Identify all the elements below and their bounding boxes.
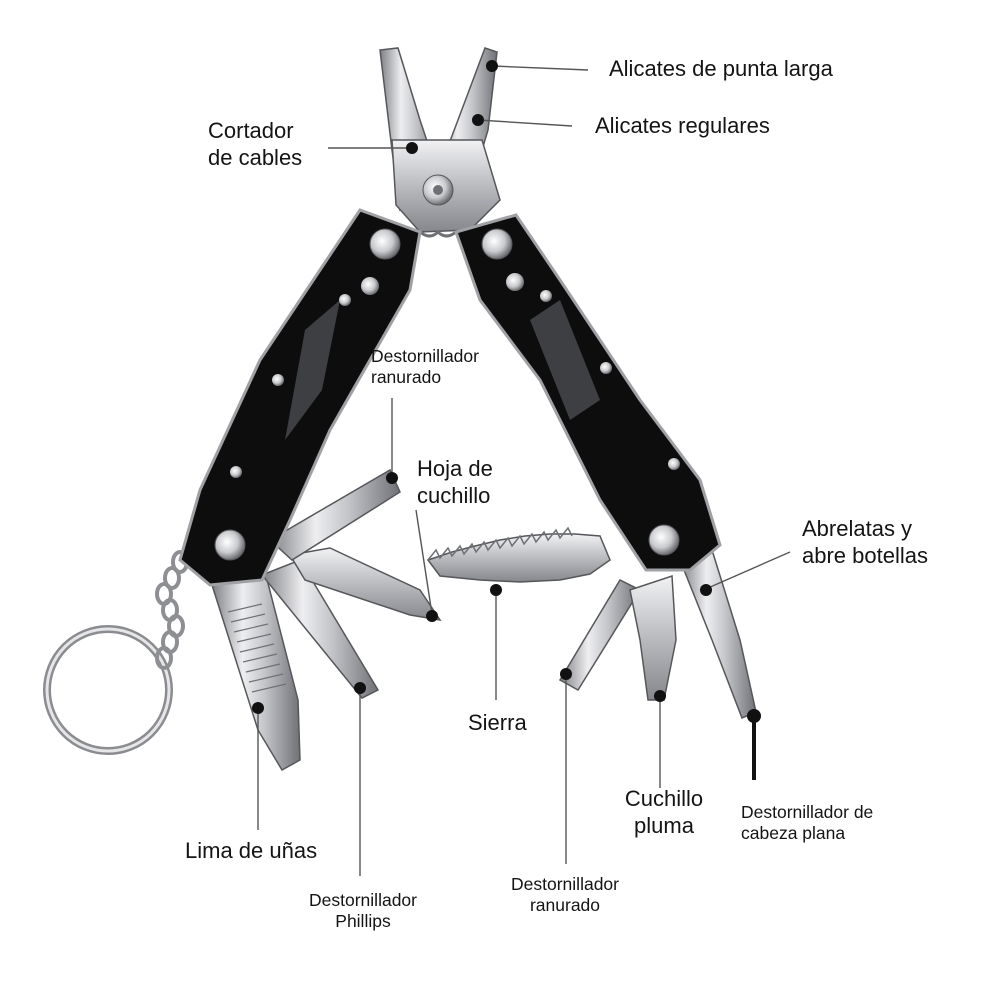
dot-slotted-screwdriver-top <box>386 472 398 484</box>
leader-needle-nose-pliers <box>491 65 589 71</box>
dot-flat-head-screwdriver <box>747 709 761 723</box>
key-ring <box>43 625 173 755</box>
leader-can-opener <box>707 551 791 589</box>
label-regular-pliers: Alicates regulares <box>595 113 770 138</box>
dot-phillips-screwdriver <box>354 682 366 694</box>
tool-blades <box>211 468 757 772</box>
dot-saw <box>490 584 502 596</box>
dot-can-opener <box>700 584 712 596</box>
label-slotted-screwdriver-top: Destornillador ranurado <box>371 346 479 388</box>
label-phillips-screwdriver: Destornillador Phillips <box>309 890 417 932</box>
left-handle <box>178 208 422 587</box>
leader-regular-pliers <box>477 119 573 127</box>
label-needle-nose-pliers: Alicates de punta larga <box>609 56 833 81</box>
label-pen-knife: Cuchillo pluma <box>624 786 704 838</box>
dot-wire-cutter <box>406 142 418 154</box>
leader-knife-blade <box>415 509 433 615</box>
dot-needle-nose-pliers <box>486 60 498 72</box>
label-knife-blade: Hoja de cuchillo <box>417 456 493 508</box>
label-flat-head-screwdriver: Destornillador de cabeza plana <box>741 802 874 844</box>
leader-lines <box>257 65 791 876</box>
label-slotted-screwdriver-bottom: Destornillador ranurado <box>511 874 619 916</box>
marker-dots <box>252 60 761 723</box>
dot-slotted-screwdriver-bottom <box>560 668 572 680</box>
dot-regular-pliers <box>472 114 484 126</box>
label-saw: Sierra <box>468 710 527 735</box>
label-can-bottle-opener: Abrelatas y abre botellas <box>802 516 928 568</box>
pliers-jaws <box>379 47 501 238</box>
key-chain <box>155 550 189 670</box>
dot-nail-file <box>252 702 264 714</box>
label-wire-cutter: Cortador de cables <box>208 118 303 170</box>
dot-pen-knife <box>654 690 666 702</box>
right-handle <box>454 213 722 572</box>
dot-knife-blade <box>426 610 438 622</box>
label-nail-file: Lima de uñas <box>185 838 318 863</box>
